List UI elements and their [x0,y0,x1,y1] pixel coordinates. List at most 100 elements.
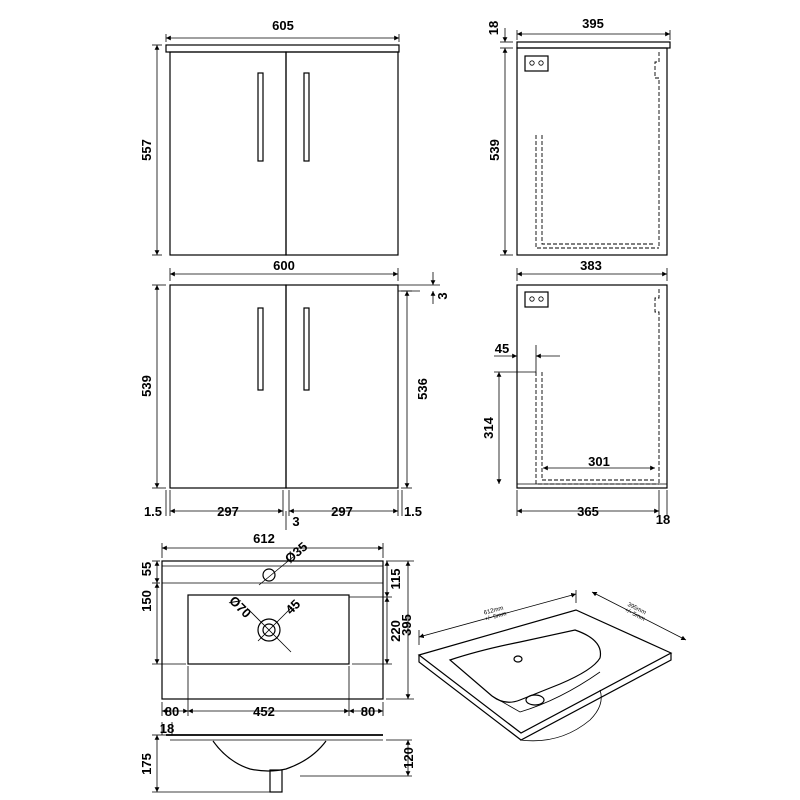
left-door-handle [257,307,264,391]
side-elevation-top [516,41,671,256]
right-door-handle [303,72,310,162]
shelf-outline-inner [541,135,655,245]
dimension-side-top-thickness: 18 [486,21,513,49]
bracket-screw [529,60,535,66]
dim-395: 395 [582,16,604,31]
dim-1-5-right: 1.5 [404,504,422,519]
dim-539: 539 [487,139,502,161]
dim-605: 605 [272,18,294,33]
waste-outlet [269,769,283,793]
right-door-handle [303,307,310,391]
dim-383: 383 [580,258,602,273]
basin-outline [161,560,384,700]
left-door-handle [257,72,264,162]
left-door [169,51,287,256]
front-elevation-top [165,44,400,256]
basin-3d-width-note: +/- 5mm [484,611,507,623]
dimension-basin-plan-right: 115 220 395 [349,560,414,700]
dimension-front-unit-height-right: 536 [401,290,430,489]
basin-3d-view: 612mm +/- 5mm 395mm +/- 5mm [417,590,687,742]
dim-297-right: 297 [331,504,353,519]
basin-3d-width-label: 612mm [483,606,504,617]
dim-150: 150 [139,590,154,612]
wall-bracket [524,291,549,308]
bracket-screw [538,296,544,302]
dim-1-5-left: 1.5 [144,504,162,519]
dim-80-left: 80 [165,704,179,719]
dimension-side-top-depth: 395 [516,16,671,40]
side-panel [516,47,668,256]
dimension-side-top-height: 539 [487,48,513,256]
dim-452: 452 [253,704,275,719]
dimension-front-unit-height-left: 539 [139,284,166,489]
dimension-front-unit-gap-top: 3 [430,272,450,304]
right-door [285,51,399,256]
bowl-outline [187,594,350,665]
basin-top-surface [417,609,673,734]
dim-120: 120 [401,747,416,769]
basin-section [166,734,383,793]
dim-612: 612 [253,531,275,546]
waste-outer [257,618,281,642]
dim-557: 557 [139,139,154,161]
dimension-front-unit-bottom: 1.5 297 3 297 1.5 [144,490,422,530]
dimension-side-unit-shelf-offset: 45 [494,341,560,359]
dim-395-basin: 395 [399,614,414,636]
front-elevation-unit [169,284,440,489]
dimension-basin-section: 18 175 120 [139,721,416,793]
dimension-front-top-height: 557 [139,44,162,256]
dimension-basin-plan-left: 55 150 [139,560,186,665]
dim-tap-hole: Ø35 [282,539,310,566]
side-elevation-unit [516,284,668,489]
wall-bracket [524,55,549,72]
dim-3-top: 3 [435,292,450,299]
dim-18-rim: 18 [160,721,174,736]
dimension-front-top-width: 605 [165,18,400,42]
waste-drain [525,694,545,706]
dim-175: 175 [139,753,154,775]
left-door [169,284,287,489]
bowl-opening [448,629,602,703]
bracket-screw [538,60,544,66]
dim-297-left: 297 [217,504,239,519]
dim-115: 115 [388,569,403,590]
dimension-side-unit-bottom: 365 18 [516,490,670,527]
dim-301: 301 [588,454,610,469]
shelf-outline-inner [541,372,655,481]
dim-539-left: 539 [139,375,154,397]
dimension-front-unit-width: 600 [169,258,399,281]
dim-3-middle: 3 [292,514,299,529]
right-door [285,284,399,489]
shelf-outline [535,135,659,249]
dimension-basin-plan-bottom: 80 452 80 [161,666,384,719]
dim-314: 314 [481,416,496,438]
dim-18-back: 18 [656,512,670,527]
bowl-section [212,740,327,772]
dim-waste-70: Ø70 [226,593,254,621]
dim-waste-45: 45 [282,596,303,617]
dimension-side-unit-depth: 383 [516,258,668,281]
dimension-side-unit-shelf-depth: 301 [543,454,655,471]
worktop-side [516,41,671,49]
tap-hole-3d [513,655,523,663]
basin-plan [161,556,384,700]
dimension-side-unit-shelf-height: 314 [481,371,536,484]
door-profile [654,289,660,484]
dimension-basin-plan-labels: Ø35 Ø70 45 [226,539,310,621]
dim-600: 600 [273,258,295,273]
dim-55: 55 [139,562,154,576]
waste-inner [262,623,276,637]
dimension-basin-plan-width: 612 [161,531,384,558]
bracket-screw [529,296,535,302]
dim-18: 18 [486,21,501,35]
dim-220: 220 [388,620,403,642]
dim-365: 365 [577,504,599,519]
dim-80-right: 80 [361,704,375,719]
side-panel [516,284,668,489]
dim-45-shelf: 45 [495,341,509,356]
dim-536: 536 [415,378,430,400]
tap-hole [262,568,276,582]
worktop-edge [165,44,400,53]
door-profile [654,52,660,248]
